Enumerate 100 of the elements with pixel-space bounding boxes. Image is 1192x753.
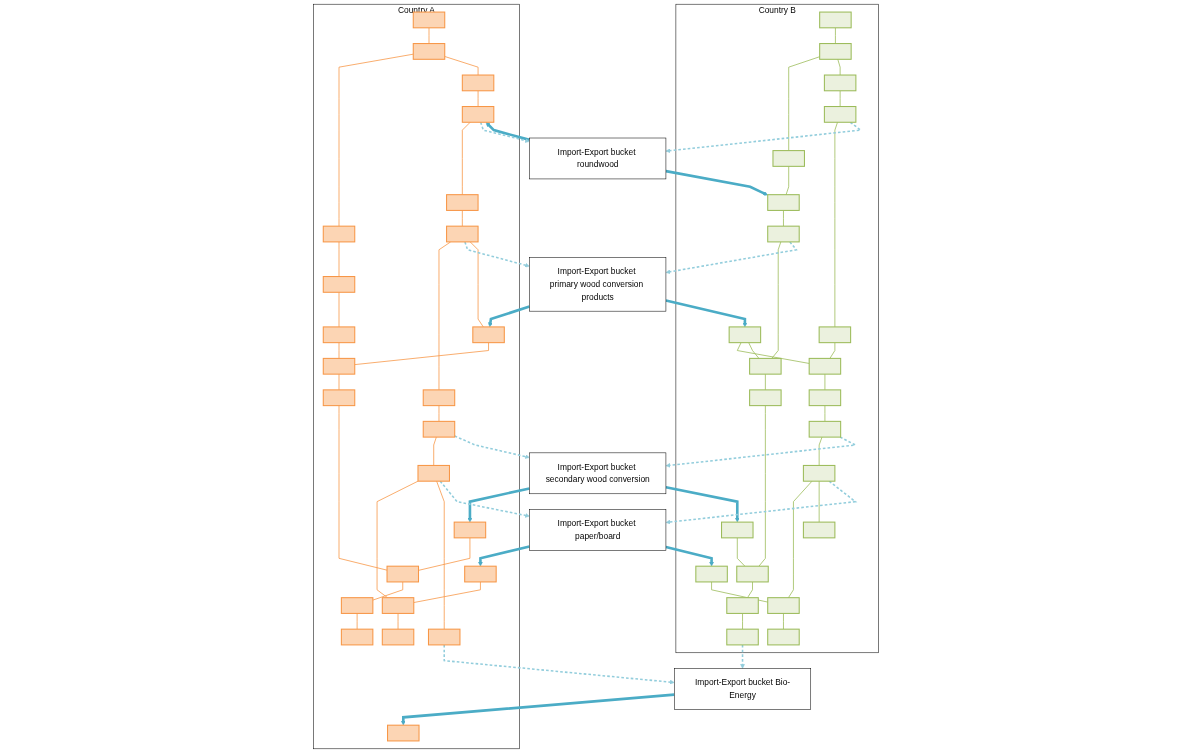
node-box [819, 43, 852, 60]
node-box [453, 521, 487, 539]
connector [338, 291, 340, 328]
node-box [808, 357, 842, 375]
connector [356, 613, 358, 630]
connector [338, 53, 414, 227]
arrow [479, 121, 530, 143]
connector [444, 56, 479, 76]
connector [764, 373, 766, 391]
arrow [665, 121, 863, 153]
cluster: Country A [313, 3, 520, 750]
connector [338, 373, 340, 391]
node-box [721, 521, 754, 539]
arrow [665, 169, 768, 196]
connector [742, 613, 743, 630]
node-box [446, 225, 479, 243]
node-box [749, 389, 782, 407]
connector [771, 241, 782, 359]
node-box [823, 74, 857, 92]
connector [397, 613, 399, 630]
connector [834, 121, 838, 328]
node-box [422, 420, 456, 438]
node-box [726, 628, 759, 646]
connector [711, 581, 769, 603]
connector [839, 90, 841, 107]
node-box [802, 521, 836, 539]
node-box [322, 326, 356, 344]
node-box [823, 106, 857, 123]
node-box [749, 357, 782, 375]
connector [376, 480, 419, 599]
connector [747, 581, 753, 599]
node-box [728, 326, 762, 344]
node-box [695, 565, 728, 583]
node-box [417, 464, 450, 482]
connector [788, 480, 813, 599]
node-box: Import-Export bucket secondary wood conversion [529, 452, 667, 495]
arrow [665, 545, 714, 567]
node-box: Import-Export bucket roundwood [529, 137, 667, 180]
arrow [478, 545, 530, 567]
connector [413, 581, 481, 603]
node-box [808, 420, 842, 438]
connector [372, 581, 404, 601]
node-box: Import-Export bucket paper/board [529, 509, 667, 551]
arrow [740, 644, 745, 669]
connector [338, 405, 388, 571]
connector [338, 342, 340, 359]
connector [788, 56, 821, 151]
connector [824, 373, 826, 391]
arrow [665, 241, 798, 275]
node-box [464, 565, 497, 583]
node-box [772, 150, 805, 167]
arrow [665, 436, 858, 468]
node-box [381, 597, 415, 614]
node-box [818, 326, 852, 344]
connector [433, 436, 437, 466]
connector [354, 342, 489, 365]
arrow [665, 480, 858, 525]
node-box [412, 11, 446, 29]
connector [438, 241, 452, 391]
connector [783, 210, 784, 227]
connector [748, 342, 760, 359]
node-box [461, 74, 495, 92]
connector [477, 90, 479, 107]
node-box: Import-Export bucket Bio-Energy [674, 668, 811, 710]
connector [783, 613, 784, 630]
arrow [467, 487, 530, 523]
node-box [767, 194, 800, 211]
connector [461, 121, 471, 196]
arrow [665, 485, 740, 523]
connector [736, 342, 810, 364]
node-box [322, 276, 356, 293]
node-box [412, 43, 446, 60]
connector [758, 405, 766, 567]
node-box [767, 597, 800, 614]
connector [438, 405, 440, 422]
node-box [322, 389, 356, 407]
arrow [439, 480, 530, 518]
node-box [808, 389, 842, 407]
cluster: Country B [675, 3, 879, 654]
connector [469, 241, 484, 328]
arrow [485, 122, 530, 142]
node-box [819, 11, 852, 29]
node-box [446, 194, 479, 211]
node-box [381, 628, 415, 646]
connector [436, 480, 445, 630]
arrow [464, 241, 530, 268]
arrow [443, 644, 675, 685]
arrow [453, 435, 530, 459]
node-box [422, 389, 456, 407]
connector [829, 342, 836, 359]
node-box [322, 357, 356, 375]
node-box [461, 106, 495, 123]
node-box: Import-Export bucket primary wood conversion products [529, 257, 667, 312]
connector [818, 480, 820, 523]
node-box [340, 628, 374, 646]
connector [736, 537, 746, 567]
node-box [322, 225, 356, 243]
connector [818, 436, 823, 466]
node-box [767, 225, 800, 243]
arrow [488, 305, 530, 328]
